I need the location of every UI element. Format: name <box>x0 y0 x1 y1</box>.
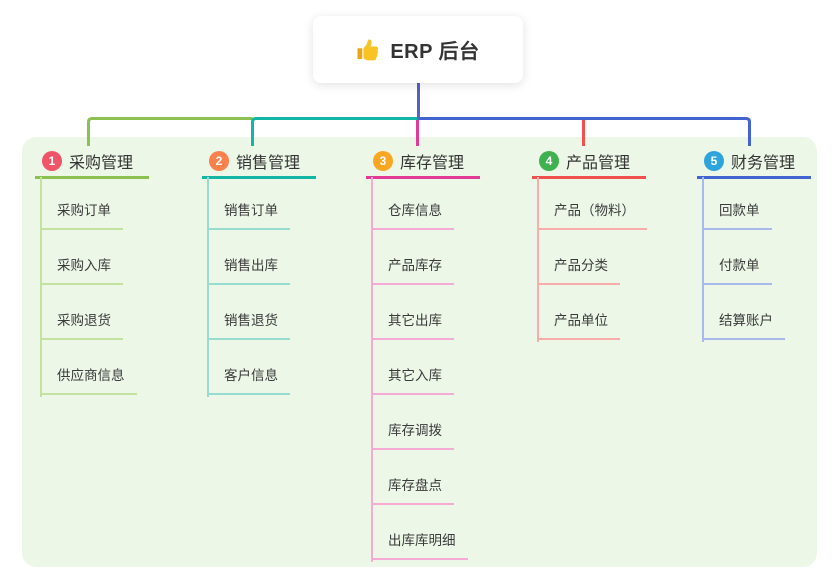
branch-label: 产品管理 <box>566 155 631 172</box>
root-label: ERP 后台 <box>390 41 480 63</box>
child-node[interactable]: 采购退货 <box>40 310 123 340</box>
modules-panel <box>22 137 817 567</box>
child-node[interactable]: 结算账户 <box>702 310 785 340</box>
child-node[interactable]: 客户信息 <box>207 365 290 395</box>
branch-header-3[interactable]: 3 库存管理 <box>366 146 480 179</box>
branch-children-line <box>40 177 42 397</box>
child-node[interactable]: 采购订单 <box>40 200 123 230</box>
child-node[interactable]: 供应商信息 <box>40 365 137 395</box>
child-node[interactable]: 产品（物料） <box>537 200 647 230</box>
branch-number-badge: 2 <box>209 151 229 171</box>
child-node[interactable]: 付款单 <box>702 255 772 285</box>
child-node[interactable]: 库存调拨 <box>371 420 454 450</box>
child-node[interactable]: 回款单 <box>702 200 772 230</box>
branch-header-4[interactable]: 4 产品管理 <box>532 146 646 179</box>
branch-number-badge: 5 <box>704 151 724 171</box>
child-node[interactable]: 产品单位 <box>537 310 620 340</box>
child-node[interactable]: 销售出库 <box>207 255 290 285</box>
child-node[interactable]: 仓库信息 <box>371 200 454 230</box>
branch-children-line <box>371 177 373 562</box>
branch-header-5[interactable]: 5 财务管理 <box>697 146 811 179</box>
child-node[interactable]: 销售订单 <box>207 200 290 230</box>
branch-label: 库存管理 <box>400 155 465 172</box>
child-node[interactable]: 销售退货 <box>207 310 290 340</box>
branch-number-badge: 1 <box>42 151 62 171</box>
thumbs-up-icon <box>356 38 380 62</box>
child-node[interactable]: 其它出库 <box>371 310 454 340</box>
branch-label: 采购管理 <box>69 155 134 172</box>
root-node[interactable]: ERP 后台 <box>313 16 523 83</box>
child-node[interactable]: 产品库存 <box>371 255 454 285</box>
branch-header-2[interactable]: 2 销售管理 <box>202 146 316 179</box>
branch-label: 销售管理 <box>236 155 301 172</box>
child-node[interactable]: 其它入库 <box>371 365 454 395</box>
child-node[interactable]: 出库库明细 <box>371 530 468 560</box>
branch-number-badge: 4 <box>539 151 559 171</box>
branch-label: 财务管理 <box>731 155 796 172</box>
branch-children-line <box>207 177 209 397</box>
child-node[interactable]: 产品分类 <box>537 255 620 285</box>
branch-number-badge: 3 <box>373 151 393 171</box>
child-node[interactable]: 采购入库 <box>40 255 123 285</box>
branch-children-line <box>702 177 704 342</box>
branch-children-line <box>537 177 539 342</box>
child-node[interactable]: 库存盘点 <box>371 475 454 505</box>
branch-header-1[interactable]: 1 采购管理 <box>35 146 149 179</box>
